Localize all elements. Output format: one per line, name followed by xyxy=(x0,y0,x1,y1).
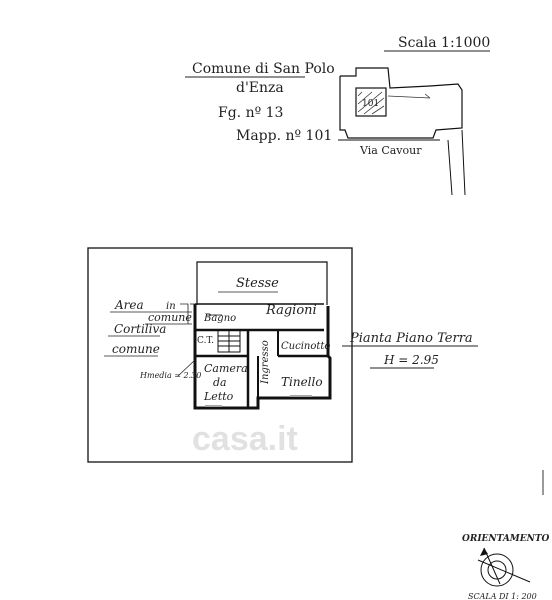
property-outline xyxy=(87,247,353,463)
mappale-text: Mapp. nº 101 xyxy=(236,128,332,144)
plan-title: Pianta Piano Terra xyxy=(349,331,473,346)
cortiliva-comune-label: comune xyxy=(112,342,160,356)
cucinotto-label: Cucinotto xyxy=(281,341,330,352)
compass-rose-icon xyxy=(477,547,531,587)
scale-top-text: Scala 1:1000 xyxy=(398,35,490,51)
scala-bottom-label: SCALA DI 1: 200 xyxy=(468,592,537,600)
comune-line1: Comune di San Polo xyxy=(192,61,335,77)
orientamento-label: ORIENTAMENTO xyxy=(462,534,550,544)
street-label: Via Cavour xyxy=(359,144,422,157)
ingresso-label: Ingresso xyxy=(260,340,271,385)
tinello-label: Tinello xyxy=(281,375,323,389)
watermark-logo: casa.it xyxy=(192,420,298,458)
bagno-label: Bagno xyxy=(203,313,236,324)
dwelling-walls xyxy=(193,303,332,410)
ct-label: C.T. xyxy=(197,336,214,346)
parcel-label: 101 xyxy=(362,99,379,109)
area-comune-label: comune xyxy=(148,311,192,324)
area-in-label: in xyxy=(166,301,176,312)
site-map: 101 Via Cavour xyxy=(338,67,466,196)
ragioni-label: Ragioni xyxy=(265,303,317,318)
camera-label-2: da xyxy=(213,376,227,389)
camera-label-1: Camera xyxy=(204,362,248,375)
comune-line2: d'Enza xyxy=(236,80,284,96)
neighbour-block xyxy=(196,261,328,305)
hmedia-label: Hmedia = 2.30 xyxy=(139,371,201,380)
stesse-label: Stesse xyxy=(236,276,279,291)
area-label: Area xyxy=(114,298,144,312)
camera-label-3: Letto xyxy=(203,390,234,403)
cortiliva-label: Cortiliva xyxy=(114,322,166,336)
plan-height: H = 2.95 xyxy=(383,353,439,367)
foglio-text: Fg. nº 13 xyxy=(218,105,283,121)
